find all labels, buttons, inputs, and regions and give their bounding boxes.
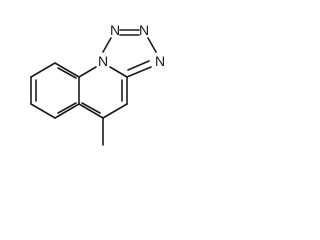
benzene-ring bbox=[30, 62, 80, 119]
tetrazole-ring bbox=[102, 29, 157, 78]
bond-benzene-double-2 bbox=[57, 102, 77, 114]
bond-benzene-double-3 bbox=[57, 67, 77, 79]
structure-canvas: N N N N bbox=[0, 0, 180, 176]
bond-pyridine-double-2 bbox=[81, 102, 101, 114]
bond-fusion-to-n bbox=[78, 66, 97, 78]
bond-benzene-bottom bbox=[54, 103, 80, 119]
molecule-diagram: N N N N bbox=[30, 22, 165, 146]
bond-n-top-right-to-n-right bbox=[147, 37, 157, 53]
bond-n-right-to-c bbox=[126, 66, 152, 78]
bond-ch-to-c-methyl bbox=[102, 103, 128, 119]
bond-n-to-c-right bbox=[109, 66, 128, 78]
bond-n-to-n-top-left bbox=[102, 37, 112, 53]
atom-n-top-left: N bbox=[110, 22, 120, 38]
bond-benzene-lower-left bbox=[30, 103, 56, 119]
atom-n-ring: N bbox=[98, 53, 108, 69]
bond-benzene-top bbox=[30, 62, 56, 78]
bond-benzene-upper-right bbox=[54, 62, 80, 78]
bond-n-right-to-c-double bbox=[127, 60, 150, 71]
pyridine-ring bbox=[78, 66, 128, 119]
atom-n-right: N bbox=[155, 53, 165, 69]
atom-n-top-right: N bbox=[139, 22, 149, 38]
bond-c-methyl-to-fusion bbox=[78, 103, 104, 119]
